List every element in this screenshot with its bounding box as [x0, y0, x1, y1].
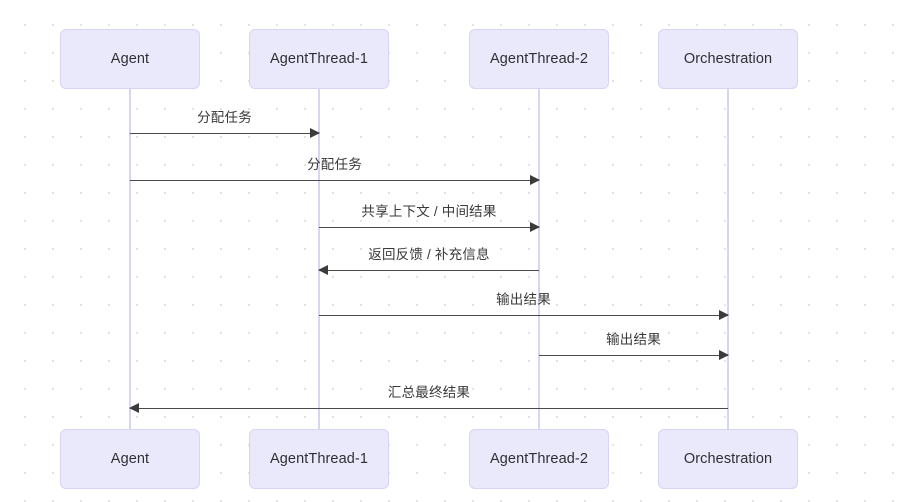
participant-footer-agentthread1[interactable]: AgentThread-1 [249, 429, 389, 489]
participant-label: AgentThread-2 [489, 451, 589, 467]
message-label: 返回反馈 / 补充信息 [368, 247, 490, 262]
participant-label: Agent [110, 451, 150, 467]
message-label: 分配任务 [307, 157, 362, 172]
message-line [319, 315, 728, 316]
participant-header-orchestration[interactable]: Orchestration [658, 29, 798, 89]
message-line [539, 355, 728, 356]
participant-label: AgentThread-2 [489, 51, 589, 67]
participant-label: AgentThread-1 [269, 451, 369, 467]
arrowhead-right-icon [310, 128, 320, 139]
message-label: 输出结果 [496, 292, 551, 307]
participant-footer-agent[interactable]: Agent [60, 429, 200, 489]
participant-header-agent[interactable]: Agent [60, 29, 200, 89]
arrowhead-right-icon [530, 222, 540, 233]
message-label: 分配任务 [197, 110, 252, 125]
lifeline-agent [129, 88, 131, 430]
participant-footer-orchestration[interactable]: Orchestration [658, 429, 798, 489]
participant-label: Agent [110, 51, 150, 67]
arrowhead-right-icon [719, 350, 729, 361]
participant-footer-agentthread2[interactable]: AgentThread-2 [469, 429, 609, 489]
message-label: 共享上下文 / 中间结果 [361, 204, 497, 219]
message-label: 汇总最终结果 [387, 385, 471, 400]
arrowhead-right-icon [719, 310, 729, 321]
message-label: 输出结果 [606, 332, 661, 347]
message-line [130, 133, 319, 134]
message-line [130, 180, 539, 181]
participant-header-agentthread1[interactable]: AgentThread-1 [249, 29, 389, 89]
message-line [319, 227, 539, 228]
message-line [130, 408, 728, 409]
message-line [319, 270, 539, 271]
participant-header-agentthread2[interactable]: AgentThread-2 [469, 29, 609, 89]
arrowhead-right-icon [530, 175, 540, 186]
arrowhead-left-icon [318, 265, 328, 276]
participant-label: Orchestration [683, 451, 773, 467]
lifeline-agentthread1 [318, 88, 320, 430]
arrowhead-left-icon [129, 403, 139, 414]
participant-label: AgentThread-1 [269, 51, 369, 67]
lifeline-orchestration [727, 88, 729, 430]
lifeline-agentthread2 [538, 88, 540, 430]
participant-label: Orchestration [683, 51, 773, 67]
